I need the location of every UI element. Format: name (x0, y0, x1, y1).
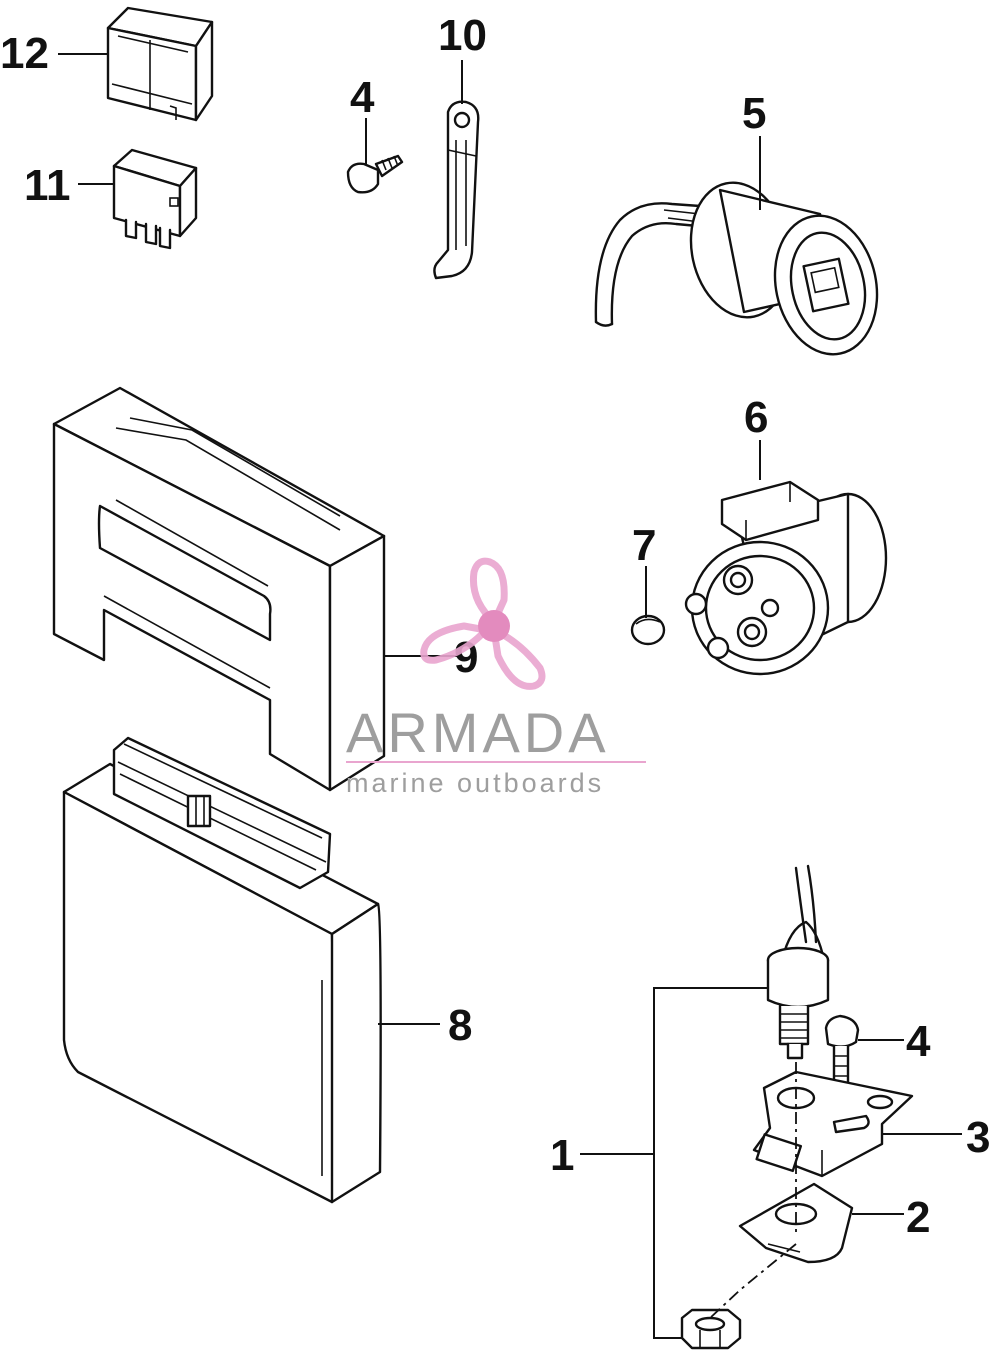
part-9-cover (52, 386, 386, 792)
part-10-bracket (433, 100, 480, 280)
propeller-logo (420, 557, 546, 690)
terminal-group (684, 564, 780, 660)
part-1-sensor (766, 864, 830, 1060)
part-12-relay (106, 6, 214, 122)
callout-6: 6 (744, 393, 768, 442)
callout-4-top: 4 (350, 73, 375, 122)
callout-4-bottom: 4 (906, 1017, 931, 1066)
callout-2: 2 (906, 1193, 930, 1242)
watermark: ARMADA marine outboards (346, 557, 646, 798)
part-11-relay (112, 148, 198, 250)
part-6-connector (684, 480, 888, 676)
part-1-nut (680, 1308, 742, 1350)
part-7-cap (630, 614, 666, 646)
callout-8: 8 (448, 1001, 472, 1050)
part-5-connector (594, 181, 879, 356)
callout-11: 11 (24, 161, 71, 210)
part-4-bolt (346, 154, 404, 194)
callout-5: 5 (742, 89, 766, 138)
callouts: 12 11 4 10 5 6 7 9 8 4 3 1 2 (0, 11, 990, 1242)
callout-7: 7 (632, 521, 656, 570)
callout-10: 10 (438, 11, 487, 60)
leader-lines (58, 53, 962, 1339)
part-8-ecu (62, 736, 382, 1204)
part-3-bracket (752, 1070, 914, 1178)
callout-1: 1 (550, 1131, 574, 1180)
assembly-lines (709, 1062, 797, 1319)
callout-3: 3 (966, 1113, 990, 1162)
watermark-tagline: marine outboards (346, 768, 604, 798)
watermark-name: ARMADA (346, 701, 610, 764)
callout-12: 12 (0, 29, 49, 78)
